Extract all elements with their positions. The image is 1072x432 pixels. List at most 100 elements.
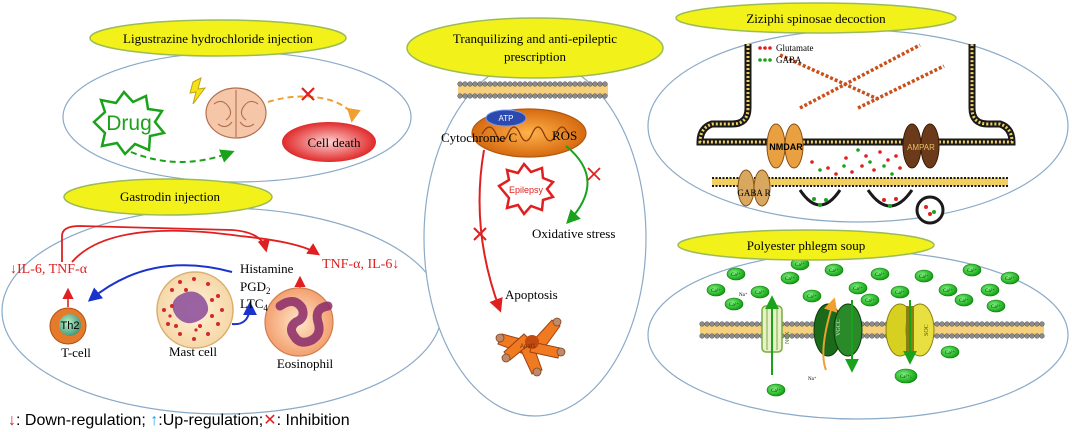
lipid-head	[784, 333, 790, 339]
pgd-subscript: 2	[266, 286, 271, 296]
lipid-head	[552, 93, 558, 99]
ca-ion-icon	[860, 293, 880, 307]
ca-ion-icon	[986, 299, 1006, 313]
glutamate-chains	[779, 43, 945, 110]
lipid-head	[467, 93, 473, 99]
legend-gaba: GABA	[776, 55, 802, 65]
tcell-label: T-cell	[61, 345, 91, 360]
ca-ion-icon	[1000, 271, 1020, 285]
lipid-head	[527, 81, 533, 87]
lipid-head	[532, 93, 538, 99]
lipid-head	[734, 321, 740, 327]
ca-ion-icon	[724, 297, 744, 311]
lipid-head	[522, 81, 528, 87]
ca-ion-label: Ca²⁺	[875, 272, 885, 278]
ca-ion-label: Ca²⁺	[795, 262, 805, 268]
lipid-head	[492, 93, 498, 99]
lipid-head	[949, 333, 955, 339]
cell-death-icon	[282, 122, 376, 162]
lipid-head	[939, 333, 945, 339]
lipid-head	[477, 93, 483, 99]
red-arrow-apoptosis	[478, 149, 503, 313]
atp-synthase-icon	[485, 109, 527, 127]
nmdar-receptor-icon	[766, 123, 804, 169]
lipid-head	[507, 81, 513, 87]
mitochondrion-cristae	[481, 126, 569, 142]
lipid-head	[739, 321, 745, 327]
lipid-head	[457, 93, 463, 99]
legend-up-text: :Up-regulation;	[158, 412, 264, 429]
ca-ion-label: Ca²⁺	[959, 298, 969, 304]
ampar-receptor-icon	[902, 123, 940, 169]
epilepsy-burst-icon	[497, 161, 556, 217]
lipid-head	[482, 93, 488, 99]
th2-label: Th2	[61, 320, 80, 332]
lipid-head	[457, 81, 463, 87]
lipid-head	[954, 321, 960, 327]
lipid-head	[934, 321, 940, 327]
lipid-head	[557, 93, 563, 99]
lipid-head	[724, 321, 730, 327]
lipid-head	[517, 93, 523, 99]
apaf-label: Apaf1	[520, 344, 536, 350]
lightning-icon	[189, 77, 207, 105]
lipid-head	[492, 81, 498, 87]
lipid-head	[1009, 321, 1015, 327]
lipid-head	[1024, 333, 1030, 339]
lipid-head	[1014, 333, 1020, 339]
lipid-head	[462, 93, 468, 99]
ca-ion-label: Ca²⁺	[943, 288, 953, 294]
na-label-2: Na⁺	[808, 376, 817, 382]
apoptosome-icon: Apaf1	[495, 317, 566, 377]
channel-ncx-label: NCX	[785, 331, 791, 344]
lipid-head	[969, 333, 975, 339]
lipid-head	[959, 321, 965, 327]
gastrodin-title: Gastrodin injection	[120, 189, 221, 204]
ziziphi-title: Ziziphi spinosae decoction	[746, 11, 886, 26]
lipid-head	[744, 321, 750, 327]
lipid-head	[934, 333, 940, 339]
na-label-1: Na⁺	[739, 292, 748, 298]
ca-ion-label: Ca²⁺	[1005, 276, 1015, 282]
lipid-head	[557, 81, 563, 87]
ligustrazine-title: Ligustrazine hydrochloride injection	[123, 31, 313, 46]
legend-down-text: : Down-regulation;	[16, 412, 151, 429]
lipid-head	[864, 321, 870, 327]
lipid-head	[467, 81, 473, 87]
lipid-head	[699, 321, 705, 327]
cell-membrane	[457, 81, 608, 99]
lipid-head	[989, 321, 995, 327]
lipid-head	[587, 81, 593, 87]
lipid-head	[714, 333, 720, 339]
ca-ion-label: Ca²⁺	[807, 294, 817, 300]
legend-inhib-text: : Inhibition	[276, 412, 350, 429]
ca-ion-icon	[706, 283, 726, 297]
lipid-head	[587, 93, 593, 99]
ca-ion-label: Ca²⁺	[945, 350, 955, 356]
ca-ion-label: Ca²⁺	[865, 298, 875, 304]
lipid-head	[794, 333, 800, 339]
ca-ion-icon	[914, 269, 934, 283]
lipid-head	[552, 81, 558, 87]
lipid-head	[1004, 333, 1010, 339]
red-arc-arrow-2	[71, 229, 321, 263]
lipid-head	[602, 81, 608, 87]
lipid-head	[979, 321, 985, 327]
ca-ion-label: Ca²⁺	[985, 288, 995, 294]
lipid-head	[749, 321, 755, 327]
ca-inside-label: Ca²⁺↓	[900, 374, 912, 380]
atp-label: ATP	[499, 114, 514, 123]
pgd-text: PGD	[240, 279, 266, 294]
lipid-head	[709, 321, 715, 327]
brain-icon	[205, 87, 267, 139]
lipid-head	[804, 321, 810, 327]
lipid-head	[724, 333, 730, 339]
ca-ion-icon	[870, 267, 890, 281]
ltc-subscript: 4	[263, 303, 268, 313]
ziziphi-legend: Glutamate GABA	[758, 43, 814, 65]
lipid-head	[974, 333, 980, 339]
lipid-head	[794, 321, 800, 327]
green-arrow-oxidative	[565, 145, 589, 225]
red-arc-arrow-1	[61, 225, 270, 262]
